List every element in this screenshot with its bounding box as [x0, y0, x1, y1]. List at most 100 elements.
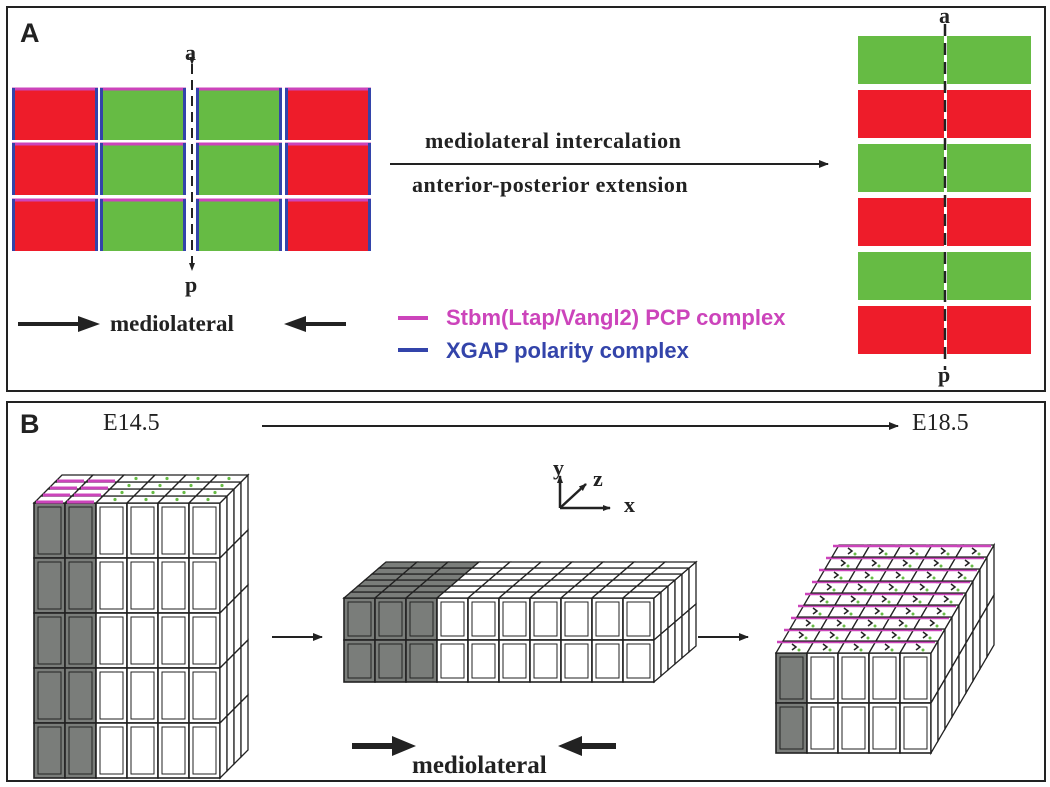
block-cell-inner [779, 656, 804, 700]
grid-cell [12, 88, 98, 140]
block-cell-inner [378, 643, 403, 679]
block-side-cell [233, 480, 242, 546]
axis-x-label: x [624, 492, 635, 517]
top-marker [196, 476, 200, 481]
top-polarity-mark [850, 595, 857, 603]
block-side-cell [660, 584, 669, 636]
block-front-cell [95, 612, 128, 669]
top-polarity-mark [860, 631, 867, 639]
block-cell-inner [130, 616, 155, 665]
block-side-cell [688, 602, 697, 654]
block-side-cell [667, 620, 676, 672]
top-polarity-mark [819, 595, 826, 603]
block-side-cell [986, 592, 995, 660]
block-cell-inner [130, 671, 155, 720]
block-front-cell [529, 597, 562, 641]
top-marker [939, 564, 943, 568]
block-front-cell [33, 557, 66, 614]
grid-cell [100, 199, 186, 251]
legend-label-xgap: XGAP polarity complex [446, 338, 689, 363]
block-cell-inner [903, 706, 928, 750]
block-cell-inner [161, 671, 186, 720]
grid-cell [196, 143, 282, 195]
panel-a-label: A [20, 18, 40, 48]
mediolateral-arrow-right [18, 316, 100, 332]
block-cell-inner [99, 561, 124, 610]
xyz-axes-icon [557, 475, 611, 511]
block-cell-inner [68, 726, 93, 775]
block-front-cell [188, 557, 221, 614]
block-cell-inner [161, 561, 186, 610]
block-cell-inner [99, 726, 124, 775]
block-side-cell [688, 560, 697, 612]
block-front-cell [405, 639, 438, 683]
block-cell-inner [99, 671, 124, 720]
block-cell-inner [192, 616, 217, 665]
stack-cell-left [858, 144, 944, 192]
block-side-cell [930, 688, 939, 756]
block-cell-inner [378, 601, 403, 637]
block-front-cell [33, 667, 66, 724]
block-side-cell [958, 640, 967, 708]
block-front-cell [157, 557, 190, 614]
block-cell-inner [37, 561, 62, 610]
stack-cell-left [858, 36, 944, 84]
block-cell-inner [347, 601, 372, 637]
block-cell-inner [471, 643, 496, 679]
block-cell-inner [130, 561, 155, 610]
block-side-cell [226, 487, 235, 553]
stack-cell-right [947, 252, 1031, 300]
block-side-cell [219, 494, 228, 560]
top-marker [120, 490, 124, 495]
top-polarity-mark [898, 619, 905, 627]
block-front-cell [126, 557, 159, 614]
block-cell-inner [409, 601, 434, 637]
top-marker [825, 600, 829, 604]
block-front-cell [529, 639, 562, 683]
top-polarity-mark [822, 643, 829, 651]
block-cell-inner [68, 616, 93, 665]
block-cell-inner [99, 616, 124, 665]
block-front-cell [95, 557, 128, 614]
block-front-cell [95, 502, 128, 559]
right-cell-stack [858, 36, 1031, 354]
block-cell-inner [347, 643, 372, 679]
block-top-cell [621, 591, 663, 599]
tissue-block-mid [342, 560, 698, 684]
block-cell-inner [130, 726, 155, 775]
top-marker [942, 612, 946, 616]
block-cell-inner [595, 643, 620, 679]
top-polarity-mark [836, 619, 843, 627]
block-front-cell [126, 667, 159, 724]
stack-cell-left [858, 198, 944, 246]
block-side-cell [667, 578, 676, 630]
block-cell-inner [626, 601, 651, 637]
block-cell-inner [872, 656, 897, 700]
block-side-cell [219, 659, 228, 725]
block-cell-inner [502, 643, 527, 679]
block-side-cell [965, 628, 974, 696]
top-marker [853, 552, 857, 556]
block-front-cell [64, 722, 97, 779]
block-front-cell [591, 597, 624, 641]
block-front-cell [157, 667, 190, 724]
grid-cell [12, 143, 98, 195]
block-front-cell [436, 597, 469, 641]
top-marker [915, 552, 919, 556]
top-polarity-mark [864, 571, 871, 579]
top-marker [925, 588, 929, 592]
top-marker [213, 490, 217, 495]
block-side-cell [233, 535, 242, 601]
block-front-cell [868, 702, 901, 754]
grid-cell [12, 199, 98, 251]
block-front-cell [64, 667, 97, 724]
block-front-cell [899, 652, 932, 704]
block-front-cell [436, 639, 469, 683]
top-polarity-mark [915, 643, 922, 651]
panel-b-label: B [20, 409, 40, 439]
top-marker [158, 483, 162, 488]
block-front-cell [188, 502, 221, 559]
block-cell-inner [533, 643, 558, 679]
block-cell-inner [409, 643, 434, 679]
stage-start-label: E14.5 [103, 410, 160, 436]
